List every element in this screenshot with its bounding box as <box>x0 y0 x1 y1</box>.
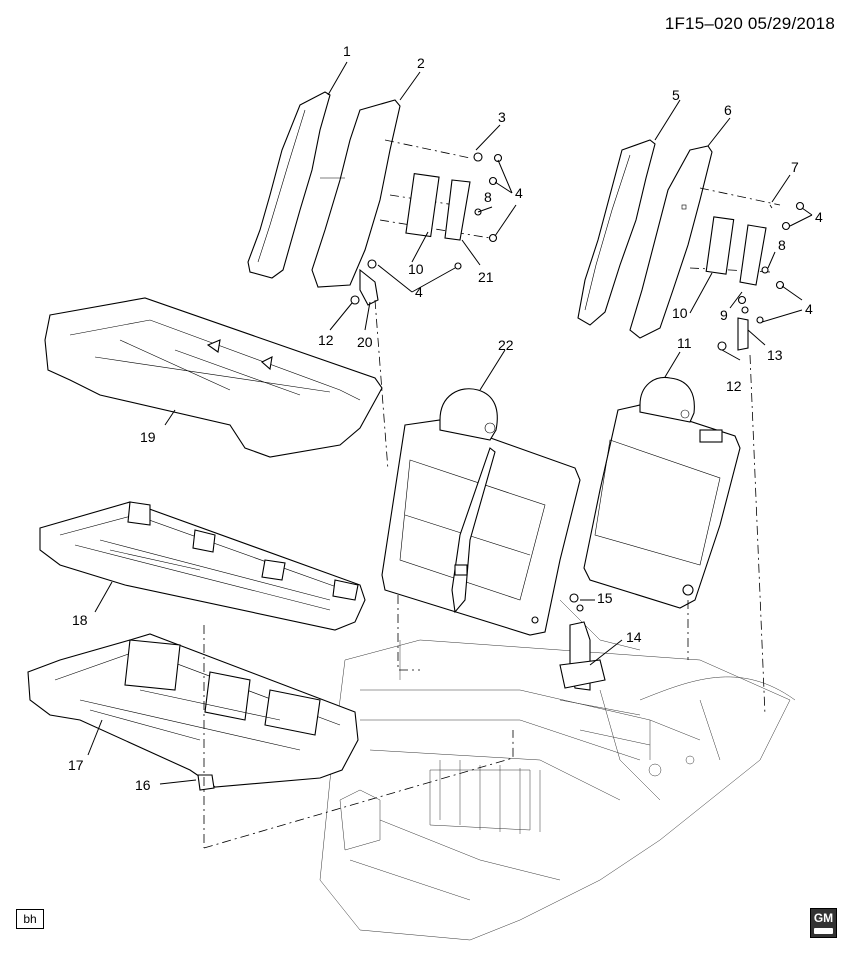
callout-10: 10 <box>408 261 424 277</box>
callout-4: 4 <box>415 284 423 300</box>
part-17-cushion-frame <box>27 633 359 788</box>
callout-22: 22 <box>498 337 514 353</box>
callout-4: 4 <box>815 209 823 225</box>
callout-5: 5 <box>672 87 680 103</box>
vehicle-floor-structure <box>319 599 796 941</box>
callout-6: 6 <box>724 102 732 118</box>
part-19-cushion-cover <box>44 297 383 458</box>
callout-21: 21 <box>478 269 494 285</box>
callout-12: 12 <box>726 378 742 394</box>
callout-15: 15 <box>597 590 613 606</box>
gm-logo-text: GM <box>813 911 834 925</box>
gm-logo-icon: GM <box>810 908 837 938</box>
callout-20: 20 <box>357 334 373 350</box>
part-2-seatback-cover <box>311 99 401 288</box>
callout-14: 14 <box>626 629 642 645</box>
callout-18: 18 <box>72 612 88 628</box>
part-22-seatback <box>381 388 581 671</box>
callout-13: 13 <box>767 347 783 363</box>
callout-4: 4 <box>515 185 523 201</box>
part-11-seatback <box>583 376 741 660</box>
diagram-code: 1F15–020 05/29/2018 <box>664 14 835 33</box>
callout-8: 8 <box>778 237 786 253</box>
leader-lines <box>87 61 813 785</box>
part-6-seatback-cover <box>629 145 713 339</box>
part-1-seatback-panel <box>247 91 331 279</box>
callout-19: 19 <box>140 429 156 445</box>
callout-17: 17 <box>68 757 84 773</box>
callout-4: 4 <box>805 301 813 317</box>
callout-10: 10 <box>672 305 688 321</box>
right-hardware-group <box>689 187 805 716</box>
illustrator-initials-box: bh <box>16 909 44 929</box>
callout-3: 3 <box>498 109 506 125</box>
part-18-cushion-pad <box>39 501 366 631</box>
callout-2: 2 <box>417 55 425 71</box>
callout-16: 16 <box>135 777 151 793</box>
left-hardware-group <box>350 139 503 471</box>
part-16-clip <box>197 625 514 849</box>
callout-7: 7 <box>791 159 799 175</box>
callout-11: 11 <box>677 335 692 351</box>
callout-1: 1 <box>343 43 351 59</box>
callout-labels: 1 2 3 4 8 10 21 4 12 20 5 6 7 4 8 4 10 9… <box>68 43 823 793</box>
callout-9: 9 <box>720 307 728 323</box>
callout-12: 12 <box>318 332 334 348</box>
part-5-seatback-panel <box>577 139 656 326</box>
part-14-hinge <box>559 593 606 691</box>
callout-8: 8 <box>484 189 492 205</box>
